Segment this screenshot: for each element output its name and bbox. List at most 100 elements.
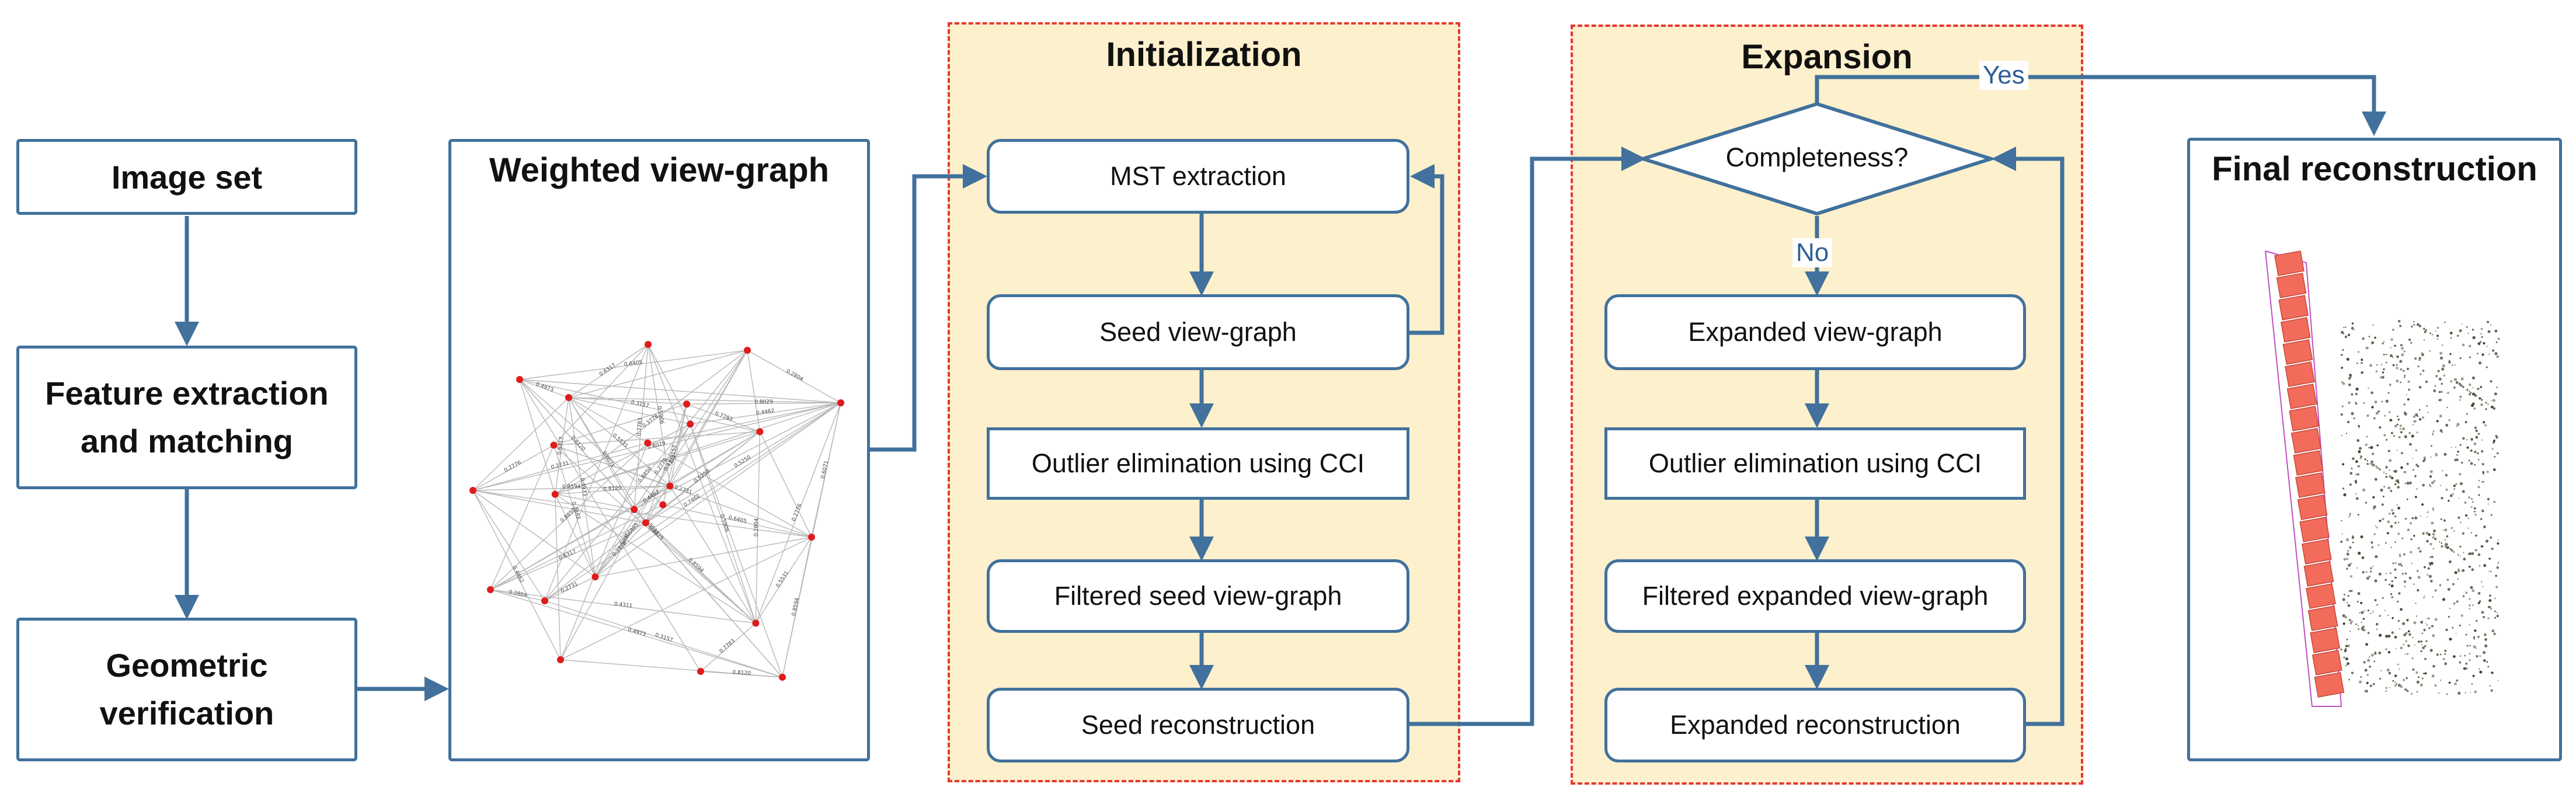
filtered-expanded-view-graph-label: Filtered expanded view-graph: [1642, 581, 1989, 611]
point-cloud-point: [2468, 496, 2470, 499]
point-cloud-point: [2456, 679, 2459, 682]
point-cloud-point: [2481, 509, 2484, 513]
point-cloud-point: [2445, 628, 2448, 631]
point-cloud-point: [2481, 480, 2484, 483]
graph-edge: [633, 402, 841, 510]
point-cloud-point: [2400, 381, 2401, 384]
point-cloud-point: [2478, 459, 2480, 461]
point-cloud-point: [2400, 685, 2403, 688]
point-cloud-point: [2494, 610, 2496, 612]
final-reconstruction-box: [2187, 138, 2562, 761]
graph-edge: [490, 504, 663, 590]
point-cloud-point: [2486, 471, 2489, 473]
feature-line-2: and matching: [80, 423, 294, 459]
camera-pose: [2290, 428, 2321, 454]
point-cloud-point: [2491, 629, 2494, 632]
point-cloud-point: [2413, 415, 2415, 418]
graph-edge: [747, 350, 841, 403]
point-cloud-point: [2389, 459, 2392, 462]
point-cloud-point: [2453, 530, 2455, 532]
point-cloud-point: [2496, 612, 2498, 614]
point-cloud-point: [2352, 457, 2355, 460]
point-cloud-point: [2387, 614, 2389, 616]
graph-edge: [519, 379, 701, 672]
point-cloud-point: [2422, 532, 2425, 535]
camera-pose: [2274, 250, 2305, 276]
graph-edge: [594, 350, 748, 577]
point-cloud-point: [2456, 600, 2459, 603]
point-cloud-point: [2397, 506, 2400, 510]
point-cloud-point: [2391, 512, 2395, 515]
point-cloud-point: [2416, 488, 2418, 490]
point-cloud-point: [2388, 671, 2391, 675]
graph-edge: [472, 402, 841, 491]
point-cloud-point: [2470, 392, 2472, 394]
point-cloud-point: [2486, 366, 2488, 368]
point-cloud-point: [2370, 391, 2373, 394]
point-cloud-point: [2474, 426, 2477, 429]
point-cloud-point: [2442, 530, 2444, 531]
point-cloud-point: [2394, 469, 2397, 473]
point-cloud-point: [2449, 494, 2453, 497]
point-cloud-point: [2459, 444, 2462, 446]
point-cloud-point: [2477, 388, 2479, 390]
point-cloud-point: [2459, 545, 2462, 548]
point-cloud-point: [2372, 507, 2375, 510]
point-cloud-point: [2401, 452, 2403, 454]
point-cloud-point: [2413, 323, 2415, 326]
point-cloud-point: [2396, 479, 2399, 483]
point-cloud-point: [2452, 583, 2455, 586]
point-cloud-point: [2485, 408, 2487, 410]
point-cloud-point: [2374, 478, 2377, 481]
point-cloud-point: [2439, 584, 2441, 587]
point-cloud-point: [2394, 516, 2397, 518]
point-cloud-point: [2349, 622, 2352, 625]
point-cloud-point: [2418, 357, 2421, 360]
point-cloud-point: [2450, 380, 2453, 383]
point-cloud-point: [2383, 496, 2384, 497]
edge-weight-label: 0.2776: [503, 459, 523, 473]
point-cloud-point: [2488, 558, 2491, 560]
point-cloud-point: [2469, 390, 2470, 392]
edge-weight-label: 0.5531: [775, 570, 791, 589]
seed-view-graph-label: Seed view-graph: [1099, 317, 1297, 347]
point-cloud-point: [2487, 617, 2490, 619]
point-cloud-point: [2424, 657, 2427, 660]
graph-edge: [490, 589, 756, 624]
point-cloud-point: [2355, 401, 2356, 403]
point-cloud-point: [2374, 400, 2377, 404]
point-cloud-point: [2449, 548, 2452, 550]
point-cloud-point: [2374, 652, 2377, 655]
point-cloud-point: [2423, 629, 2426, 632]
point-cloud-point: [2385, 573, 2387, 574]
point-cloud-point: [2349, 472, 2353, 475]
point-cloud-point: [2479, 655, 2481, 657]
point-cloud-point: [2381, 400, 2383, 403]
point-cloud-point: [2494, 329, 2498, 333]
point-cloud-point: [2443, 374, 2445, 377]
point-cloud-point: [2362, 337, 2365, 340]
point-cloud-point: [2375, 622, 2379, 626]
point-cloud-point: [2438, 541, 2441, 543]
point-cloud-point: [2362, 618, 2365, 620]
graph-edge: [553, 344, 649, 445]
point-cloud-point: [2466, 439, 2468, 441]
point-cloud-point: [2346, 567, 2348, 570]
point-cloud-point: [2452, 493, 2454, 495]
point-cloud-point: [2343, 493, 2347, 497]
point-cloud-point: [2363, 661, 2366, 664]
point-cloud-point: [2386, 532, 2389, 535]
point-cloud-point: [2419, 550, 2422, 553]
point-cloud-point: [2412, 424, 2414, 426]
point-cloud-point: [2355, 624, 2357, 625]
point-cloud-point: [2481, 439, 2483, 441]
image-set-label: Image set: [111, 158, 263, 196]
point-cloud-point: [2403, 350, 2406, 353]
point-cloud-point: [2491, 448, 2494, 450]
point-cloud-point: [2430, 457, 2432, 458]
point-cloud-point: [2479, 600, 2481, 602]
point-cloud-point: [2432, 432, 2434, 434]
point-cloud-point: [2351, 412, 2354, 416]
graph-node: [756, 428, 764, 436]
point-cloud-point: [2470, 586, 2473, 589]
